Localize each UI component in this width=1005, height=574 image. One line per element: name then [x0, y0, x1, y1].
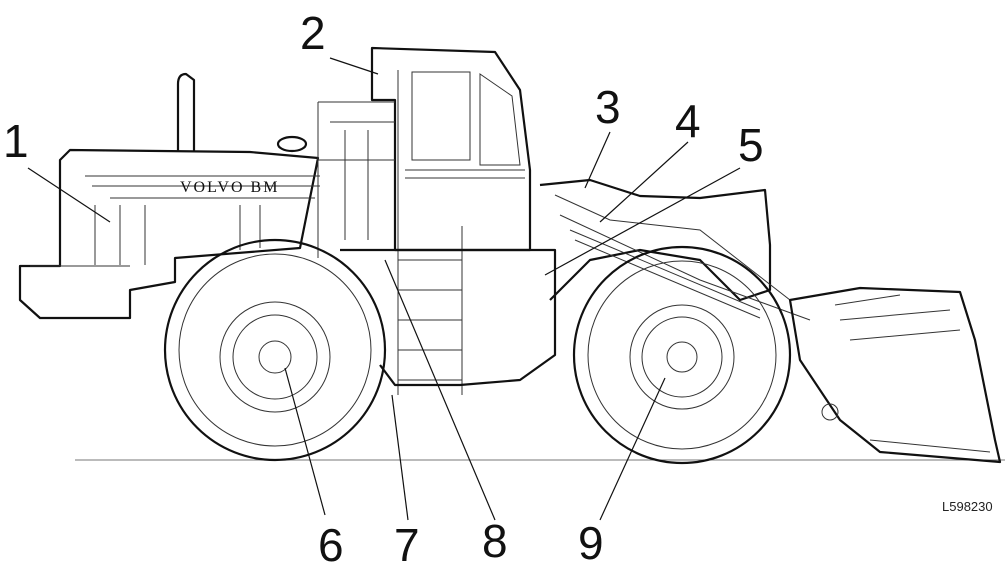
hood-panels: [30, 205, 261, 267]
callout-8: 8: [482, 515, 508, 567]
reference-code: L598230: [942, 499, 993, 514]
callout-1: 1: [3, 115, 29, 167]
rear-wheel: [163, 238, 387, 462]
air-intake: [276, 135, 308, 153]
leader-3: [584, 131, 611, 189]
leader-9: [599, 377, 666, 521]
callout-9: 9: [578, 517, 604, 569]
leader-2: [329, 57, 379, 75]
leader-6: [284, 367, 326, 516]
leader-5: [544, 167, 741, 276]
handrail: [317, 101, 395, 258]
engine-hood: [18, 148, 320, 320]
callout-4: 4: [675, 95, 701, 147]
leader-1: [27, 167, 111, 223]
bucket: [788, 286, 1002, 464]
cab-window: [411, 71, 521, 166]
callout-3: 3: [595, 81, 621, 133]
access-ladder: [397, 226, 463, 395]
callout-7: 7: [394, 519, 420, 571]
brand-text: VOLVO BM: [180, 179, 279, 196]
lift-arm: [554, 194, 811, 321]
leader-7: [391, 394, 409, 521]
leader-4: [599, 141, 689, 223]
callout-6: 6: [318, 519, 344, 571]
main-frame: [340, 248, 557, 387]
exhaust-stack: [176, 72, 196, 152]
leader-8: [384, 259, 496, 521]
operator-cab: [370, 46, 532, 252]
lift-cylinder: [569, 229, 761, 319]
front-frame: [539, 178, 772, 302]
callout-2: 2: [300, 7, 326, 59]
front-wheel: [572, 245, 792, 465]
bucket-ribs: [834, 294, 991, 453]
callout-5: 5: [738, 119, 764, 171]
hood-stripe: [85, 175, 320, 199]
cab-frame: [397, 70, 525, 245]
bucket-pin: [821, 403, 839, 421]
